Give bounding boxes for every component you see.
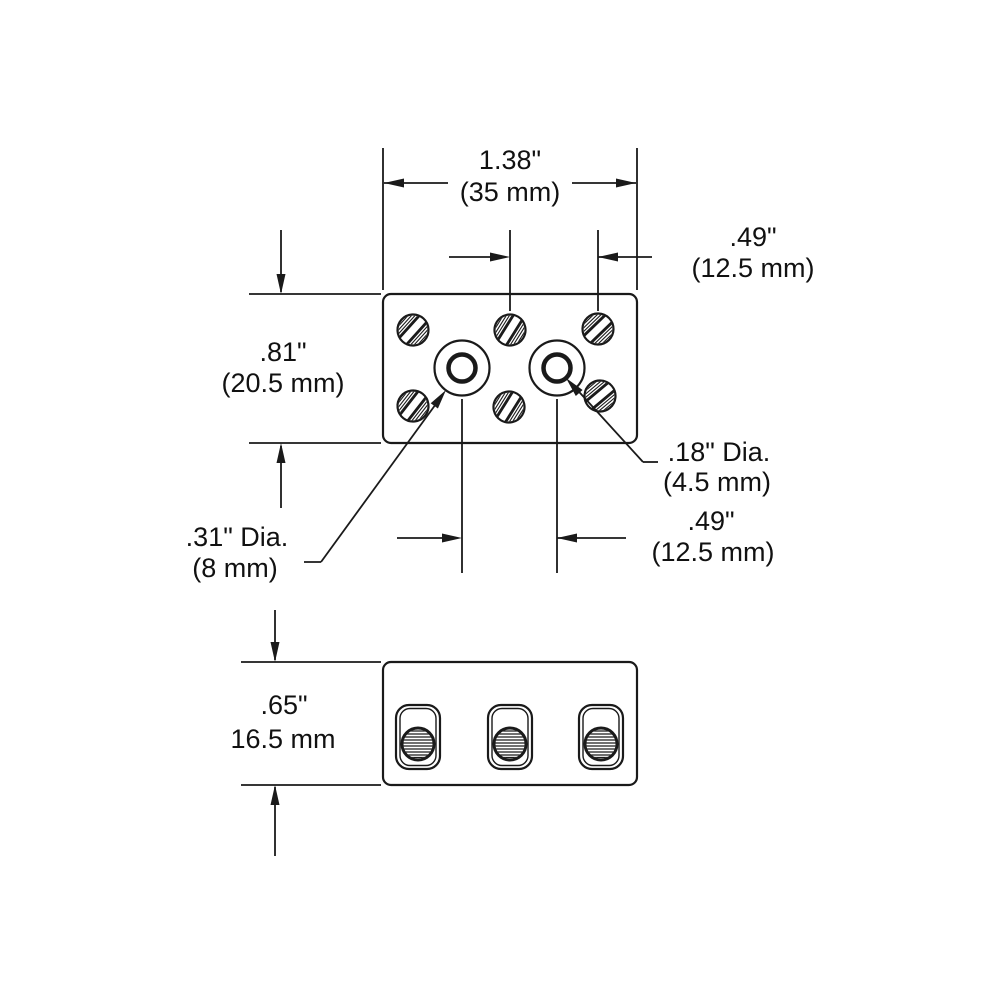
callout-large-hole-leader	[304, 396, 442, 563]
callout-small-hole-metric-label: (4.5 mm)	[663, 467, 771, 497]
dim-height-front-view-metric-label: 16.5 mm	[230, 724, 335, 754]
dim-hole-pitch-metric-label: (12.5 mm)	[651, 537, 774, 567]
dim-height-top-view-inches-label: .81"	[259, 337, 306, 367]
dim-hole-pitch: .49" (12.5 mm)	[397, 399, 775, 573]
dim-hole-pitch-lines	[397, 399, 626, 573]
dim-screw-pitch-top-inches-label: .49"	[729, 222, 776, 252]
terminal-clamp	[488, 705, 532, 769]
arrowhead-left	[384, 178, 404, 188]
mounting-hole-left	[433, 339, 491, 397]
arrowhead-down	[270, 642, 280, 662]
terminal-clamp	[579, 705, 623, 769]
arrowhead-right-pointing	[442, 533, 462, 543]
dim-screw-pitch-top-metric-label: (12.5 mm)	[691, 253, 814, 283]
arrowhead-right-pointing	[490, 252, 510, 262]
dim-height-front-view-inches-label: .65"	[260, 690, 307, 720]
arrowhead-right	[616, 178, 636, 188]
arrowhead-up	[270, 785, 280, 805]
callout-small-hole-leader	[570, 382, 658, 463]
callout-small-hole-inches-label: .18" Dia.	[668, 437, 771, 467]
front-view	[381, 660, 639, 787]
hole-right-inner-circle	[541, 352, 573, 384]
arrowhead-down	[276, 274, 286, 294]
dim-width: 1.38" (35 mm)	[382, 145, 638, 290]
hole-left-inner-circle	[446, 352, 478, 384]
callout-large-hole-metric-label: (8 mm)	[192, 553, 277, 583]
arrowhead-left-pointing	[598, 252, 618, 262]
callout-large-hole-inches-label: .31" Dia.	[186, 522, 289, 552]
callout-small-hole-dia: .18" Dia. (4.5 mm)	[566, 378, 771, 497]
dim-height-front-view-lines	[241, 610, 381, 856]
arrowhead-up	[276, 443, 286, 463]
dim-height-top-view-metric-label: (20.5 mm)	[221, 368, 344, 398]
terminal-clamp	[396, 705, 440, 769]
dim-hole-pitch-inches-label: .49"	[687, 506, 734, 536]
arrowhead-leader	[430, 390, 446, 409]
hole-left-outer-circle	[433, 339, 491, 397]
dim-height-front-view: .65" 16.5 mm	[230, 610, 381, 856]
arrowhead-left-pointing	[557, 533, 577, 543]
hole-right-outer-circle	[528, 339, 586, 397]
dim-height-top-view: .81" (20.5 mm)	[221, 230, 381, 508]
top-view	[381, 292, 639, 445]
dim-screw-pitch-top: .49" (12.5 mm)	[449, 222, 815, 311]
mounting-hole-right	[528, 339, 586, 397]
dim-width-metric-label: (35 mm)	[460, 177, 561, 207]
dim-width-inches-label: 1.38"	[479, 145, 541, 175]
arrowhead-leader	[566, 378, 583, 396]
callout-large-hole-dia: .31" Dia. (8 mm)	[186, 390, 446, 583]
